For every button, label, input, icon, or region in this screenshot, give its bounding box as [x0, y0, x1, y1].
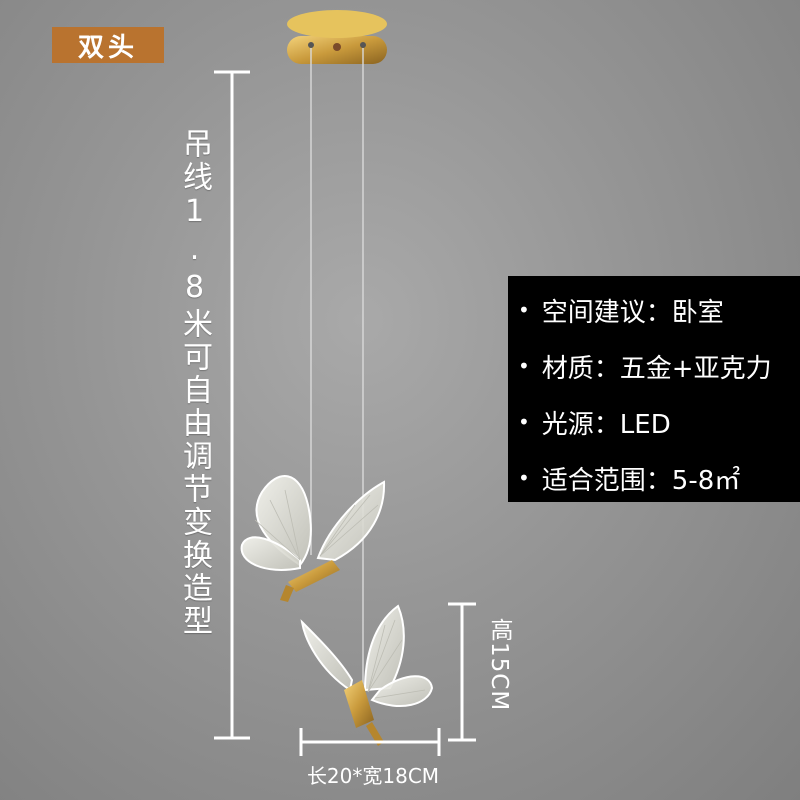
spec-space: 空间建议：卧室 — [541, 297, 724, 328]
bullet-icon: • — [518, 410, 530, 434]
cable-length-dimension — [214, 70, 250, 740]
cable-note: 吊线1.8米可自由调节变换造型 — [177, 128, 212, 638]
butterfly-lower — [300, 604, 434, 746]
variant-badge: 双头 — [52, 27, 164, 63]
spec-row-light-source: • 光源：LED — [508, 394, 800, 450]
height-label: 高15CM — [486, 618, 512, 712]
height-dimension — [448, 602, 476, 742]
bullet-icon: • — [518, 466, 530, 490]
spec-row-area: • 适合范围：5-8㎡ — [508, 450, 800, 506]
width-dimension — [299, 728, 441, 756]
bullet-icon: • — [518, 298, 530, 322]
bullet-icon: • — [518, 354, 530, 378]
butterfly-upper — [240, 475, 386, 602]
spec-row-material: • 材质：五金+亚克力 — [508, 338, 800, 394]
spec-light-source: 光源：LED — [541, 409, 671, 440]
spec-area: 适合范围：5-8㎡ — [541, 465, 741, 496]
size-label: 长20*宽18CM — [306, 764, 440, 788]
spec-material: 材质：五金+亚克力 — [541, 353, 772, 384]
spec-box: • 空间建议：卧室 • 材质：五金+亚克力 • 光源：LED • 适合范围：5-… — [508, 276, 800, 502]
ceiling-canopy — [287, 10, 387, 64]
spec-row-space: • 空间建议：卧室 — [508, 282, 800, 338]
